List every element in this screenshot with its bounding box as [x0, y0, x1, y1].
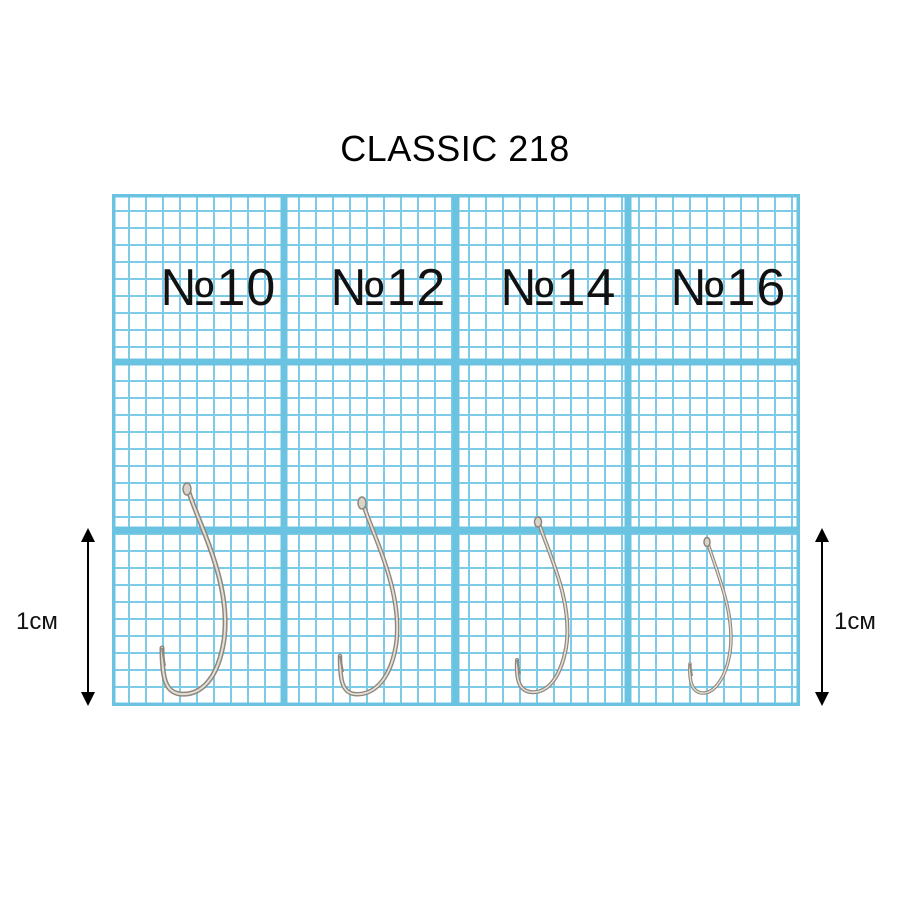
hook-icon-12 [337, 496, 400, 697]
hook-icon-16 [688, 536, 733, 695]
hook-size-label-10: №10 [159, 259, 277, 317]
scale-arrow-right [815, 528, 829, 706]
hook-icon-10 [159, 482, 228, 697]
hook-size-label-16: №16 [669, 259, 787, 317]
page-title: CLASSIC 218 [340, 128, 570, 169]
hook-icon-14 [514, 516, 570, 695]
hook-size-label-14: №14 [499, 259, 617, 317]
hook-size-label-12: №12 [329, 259, 447, 317]
scale-label-left: 1см [16, 608, 58, 635]
scale-arrow-left [81, 528, 95, 706]
scale-label-right: 1см [834, 608, 876, 635]
